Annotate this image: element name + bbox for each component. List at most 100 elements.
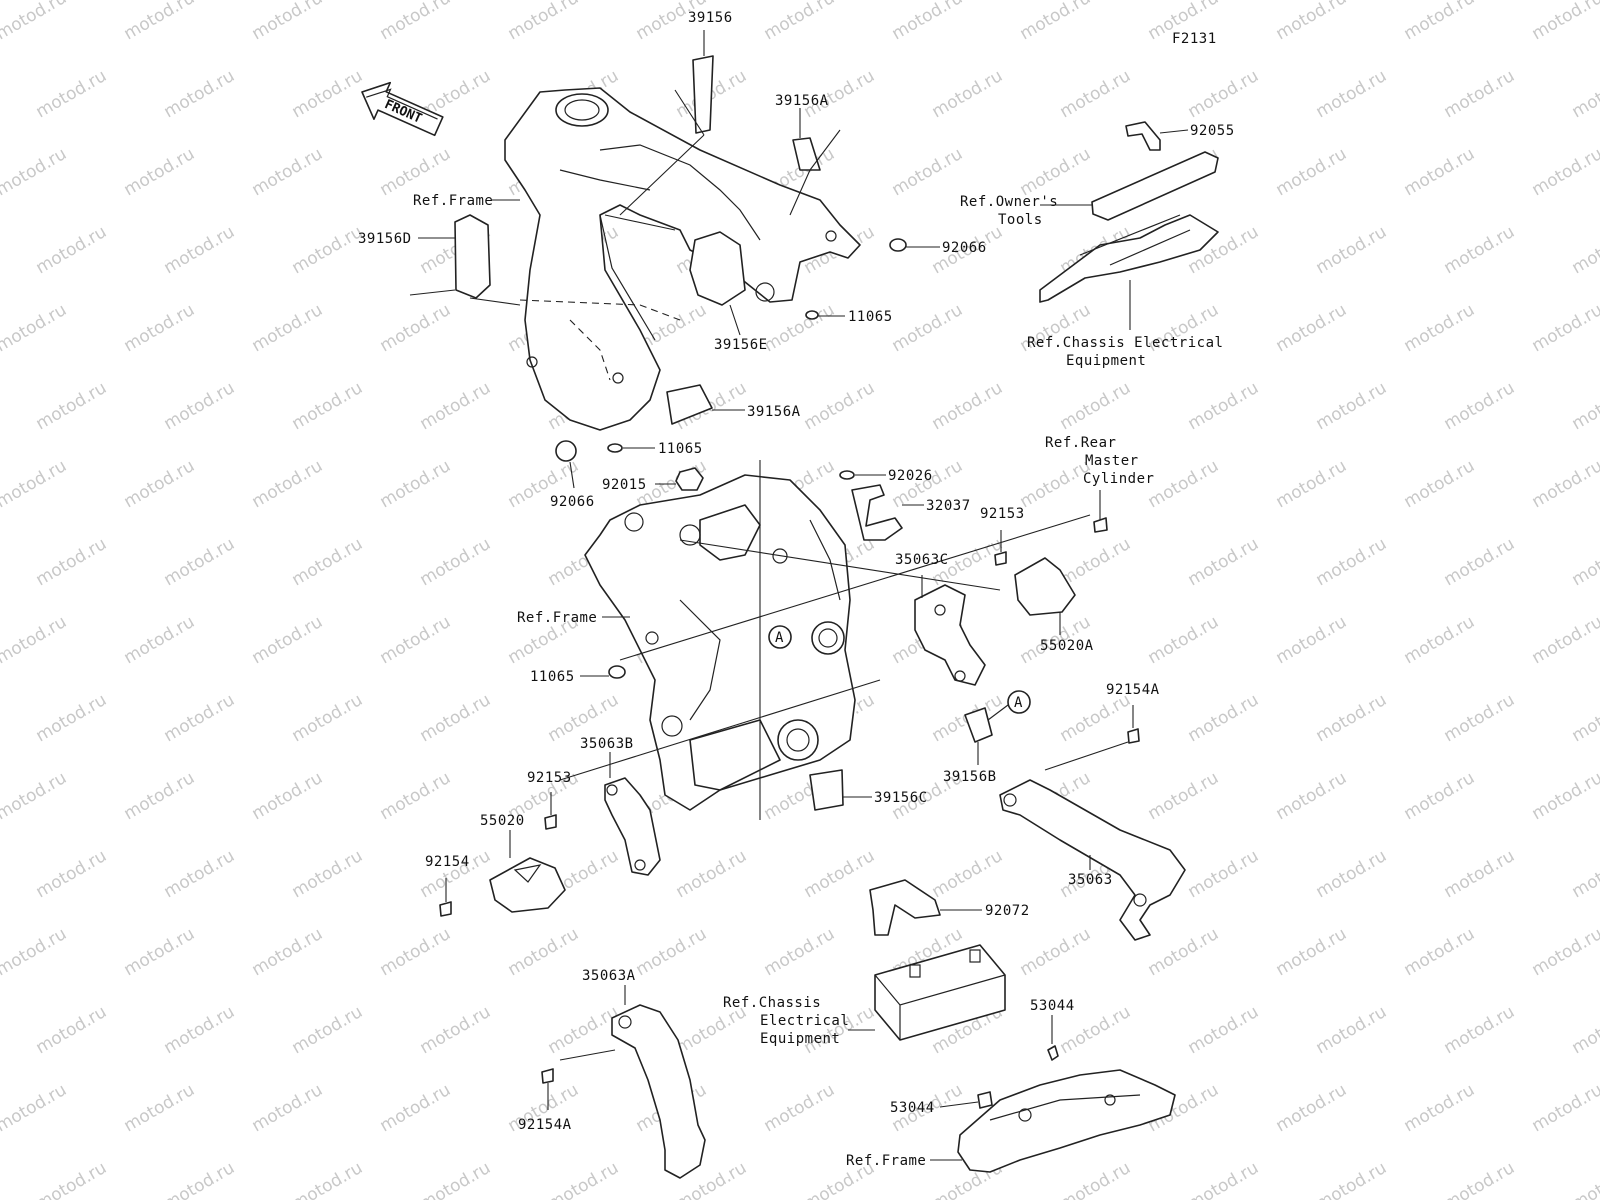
label-ref-chassis-low-1: Ref.Chassis <box>723 995 821 1011</box>
watermark-text: motod.ru <box>1529 0 1600 44</box>
watermark-text: motod.ru <box>1185 1002 1263 1058</box>
part-11065-top: 11065 <box>805 309 892 325</box>
label-39156: 39156 <box>688 10 733 26</box>
watermark-text: motod.ru <box>889 144 967 200</box>
part-92066-left: 92066 <box>550 440 594 510</box>
watermark-text: motod.ru <box>289 378 367 434</box>
watermark-text: motod.ru <box>761 924 839 980</box>
label-32037: 32037 <box>926 498 971 514</box>
part-39156A-top: 39156A <box>775 93 841 216</box>
watermark-text: motod.ru <box>633 924 711 980</box>
watermark-text: motod.ru <box>1273 612 1351 668</box>
chassis-electrical-tray: Ref.Chassis Electrical Equipment <box>1027 214 1223 369</box>
axis-line-1 <box>619 514 1091 661</box>
part-39156B: 39156B <box>943 707 996 785</box>
watermark-text: motod.ru <box>377 456 455 512</box>
watermark-text: motod.ru <box>1569 378 1600 434</box>
part-35063C: 35063C <box>895 552 986 686</box>
watermark-text: motod.ru <box>1185 66 1263 122</box>
watermark-text: motod.ru <box>1569 846 1600 902</box>
label-11065-low: 11065 <box>530 669 575 685</box>
label-ref-rear-master-3: Cylinder <box>1083 471 1154 487</box>
label-ref-chassis-top-1: Ref.Chassis Electrical <box>1027 335 1223 351</box>
watermark-text: motod.ru <box>1273 0 1351 44</box>
watermark-text: motod.ru <box>1401 612 1479 668</box>
label-39156A-top: 39156A <box>775 93 829 109</box>
label-53044-top: 53044 <box>1030 998 1075 1014</box>
watermark-text: motod.ru <box>1401 456 1479 512</box>
label-39156D: 39156D <box>358 231 412 247</box>
watermark-text: motod.ru <box>249 768 327 824</box>
watermark-text: motod.ru <box>33 690 111 746</box>
label-ref-owners-tools-1: Ref.Owner's <box>960 194 1058 210</box>
watermark-text: motod.ru <box>1185 690 1263 746</box>
watermark-text: motod.ru <box>1017 0 1095 44</box>
watermark-text: motod.ru <box>929 846 1007 902</box>
watermark-text: motod.ru <box>1441 378 1519 434</box>
watermark-text: motod.ru <box>417 690 495 746</box>
watermark-text: motod.ru <box>377 144 455 200</box>
part-55020: 55020 <box>480 813 566 913</box>
watermark-text: motod.ru <box>1057 378 1135 434</box>
part-92072: 92072 <box>869 879 1029 936</box>
watermark-text: motod.ru <box>1313 846 1391 902</box>
watermark-text: motod.ru <box>1529 300 1600 356</box>
label-39156C: 39156C <box>874 790 928 806</box>
lower-rear-frame: 53044 Ref.Frame <box>846 1069 1176 1173</box>
watermark-text: motod.ru <box>1185 534 1263 590</box>
watermark-text: motod.ru <box>249 144 327 200</box>
watermark-text: motod.ru <box>1185 378 1263 434</box>
watermark-text: motod.ru <box>1569 534 1600 590</box>
label-92026: 92026 <box>888 468 933 484</box>
watermark-text: motod.ru <box>161 66 239 122</box>
watermark-text: motod.ru <box>1145 924 1223 980</box>
watermark-text: motod.ru <box>121 144 199 200</box>
watermark-text: motod.ru <box>161 846 239 902</box>
label-ref-chassis-top-2: Equipment <box>1066 353 1146 369</box>
watermark-text: motod.ru <box>377 924 455 980</box>
watermark-text: motod.ru <box>505 0 583 44</box>
label-53044-low: 53044 <box>890 1100 935 1116</box>
part-92055: 92055 <box>1125 121 1234 151</box>
watermark-text: motod.ru <box>289 1158 367 1200</box>
watermark-text: motod.ru <box>1145 768 1223 824</box>
watermark-text: motod.ru <box>1145 456 1223 512</box>
watermark-text: motod.ru <box>249 924 327 980</box>
watermark-text: motod.ru <box>1401 144 1479 200</box>
watermark-text: motod.ru <box>33 1158 111 1200</box>
part-55020A: 55020A <box>1014 557 1093 654</box>
watermark-text: motod.ru <box>377 1080 455 1136</box>
part-32037: 32037 <box>851 484 971 541</box>
watermark-text: motod.ru <box>0 612 70 668</box>
watermark-text: motod.ru <box>1401 768 1479 824</box>
watermark-text: motod.ru <box>1401 300 1479 356</box>
label-11065-mid: 11065 <box>658 441 703 457</box>
watermark-text: motod.ru <box>249 612 327 668</box>
watermark-text: motod.ru <box>0 300 70 356</box>
upper-frame <box>504 87 861 431</box>
watermark-text: motod.ru <box>1185 1158 1263 1200</box>
part-92154A-right: 92154A <box>1044 682 1159 771</box>
part-35063: 35063 <box>999 779 1186 941</box>
label-ref-owners-tools-2: Tools <box>998 212 1043 228</box>
label-39156E: 39156E <box>714 337 768 353</box>
label-ref-frame-mid: Ref.Frame <box>517 610 597 626</box>
watermark-text: motod.ru <box>377 0 455 44</box>
watermark-text: motod.ru <box>33 222 111 278</box>
label-ref-chassis-low-2: Electrical <box>760 1013 849 1029</box>
watermark-text: motod.ru <box>1273 456 1351 512</box>
watermark-text: motod.ru <box>1569 222 1600 278</box>
watermark-text: motod.ru <box>801 846 879 902</box>
battery: Ref.Chassis Electrical Equipment <box>723 944 1006 1047</box>
watermark-text: motod.ru <box>545 1158 623 1200</box>
watermark-text: motod.ru <box>1441 1002 1519 1058</box>
label-35063: 35063 <box>1068 872 1113 888</box>
watermark-text: motod.ru <box>889 0 967 44</box>
watermark-text: motod.ru <box>121 1080 199 1136</box>
watermark-text: motod.ru <box>417 1002 495 1058</box>
watermark-text: motod.ru <box>249 1080 327 1136</box>
watermark-text: motod.ru <box>1441 690 1519 746</box>
watermark-text: motod.ru <box>1441 222 1519 278</box>
watermark-text: motod.ru <box>1145 612 1223 668</box>
watermark-text: motod.ru <box>761 0 839 44</box>
